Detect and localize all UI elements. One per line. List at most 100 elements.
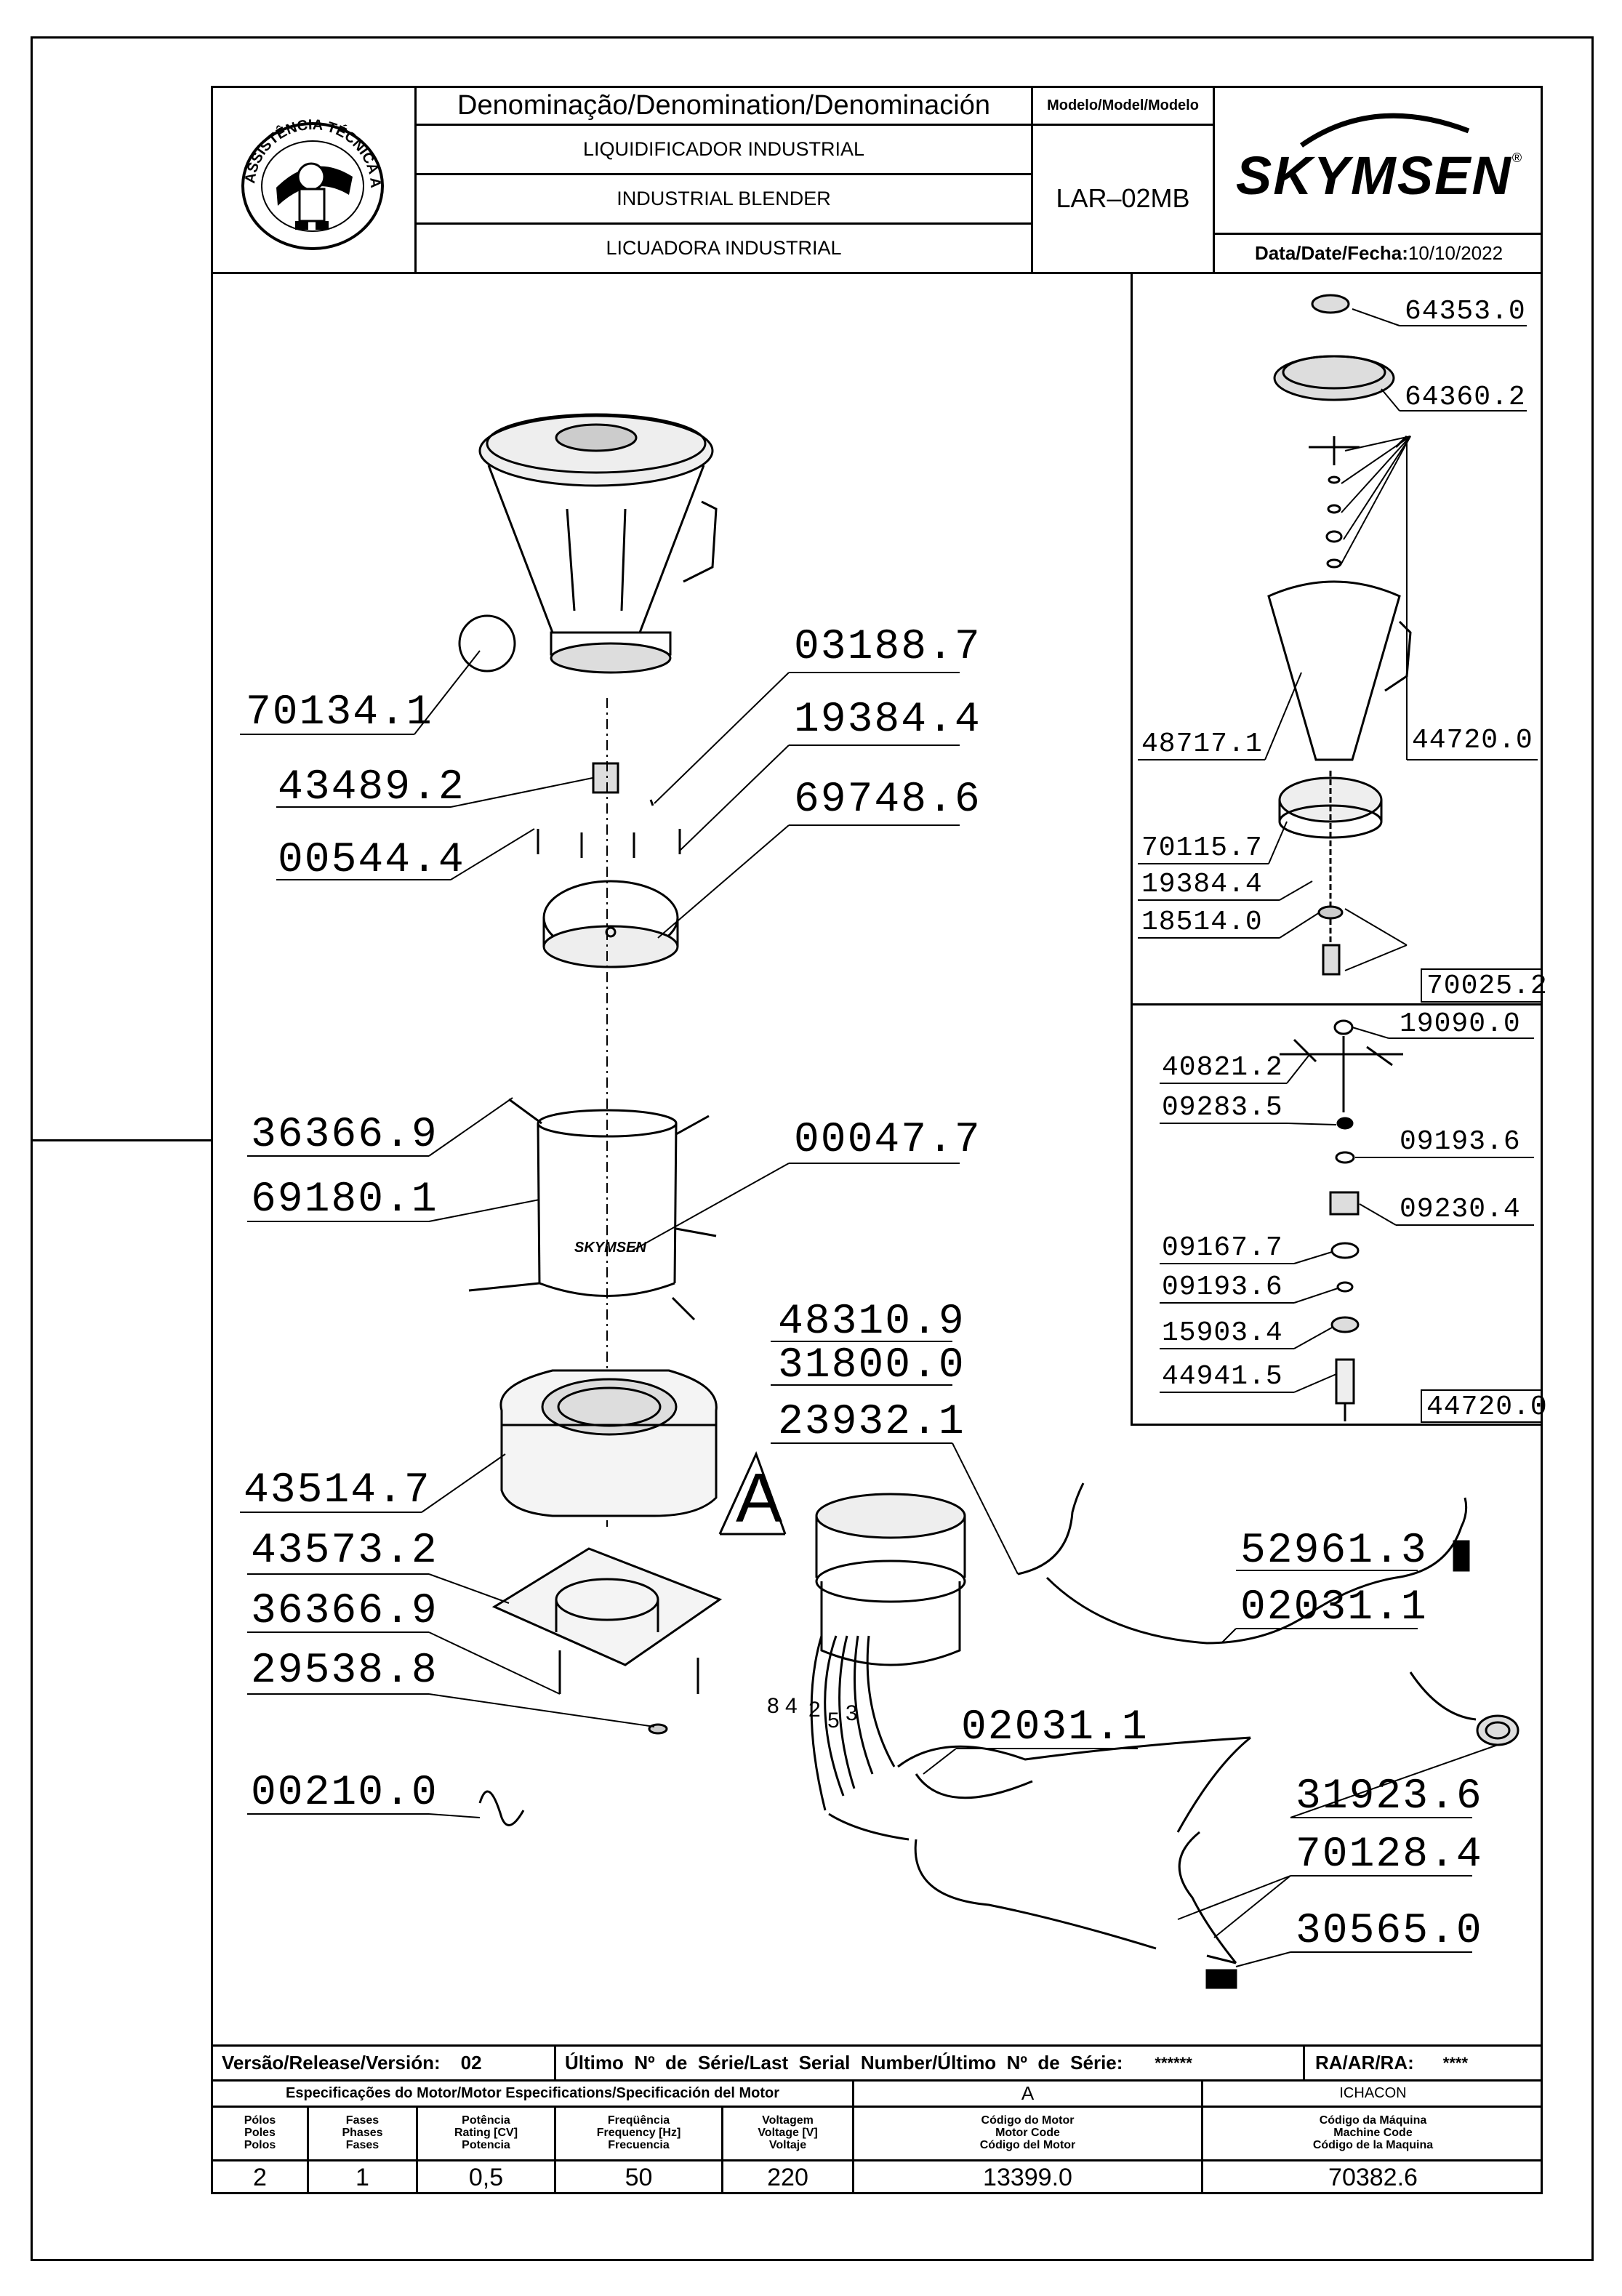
title-row-2 <box>414 173 1032 175</box>
brand-logo: SKYMSEN ® <box>1215 91 1543 230</box>
authorized-service-seal: ASSISTÊNCIA TÉCNICA AUTORIZADA <box>233 100 393 260</box>
spec-header-machine-code: Código da Máquina Machine Code Código de… <box>1312 2114 1434 2151</box>
footer-div <box>416 2106 418 2194</box>
date-field: Data/Date/Fecha:10/10/2022 <box>1215 235 1543 272</box>
spec-value-motor-code: 13399.0 <box>983 2164 1072 2191</box>
part-label-00047: 00047.7 <box>794 1117 981 1164</box>
jar-drawing <box>478 413 718 674</box>
part-label-64353: 64353.0 <box>1405 296 1526 327</box>
part-label-02031-bottom: 02031.1 <box>961 1704 1149 1751</box>
part-label-00210: 00210.0 <box>251 1770 438 1817</box>
part-label-29538: 29538.8 <box>251 1647 438 1695</box>
binding-margin-line <box>31 1139 212 1141</box>
brand-swoosh-icon <box>1294 102 1476 153</box>
part-label-44941: 44941.5 <box>1162 1361 1283 1392</box>
part-label-09283: 09283.5 <box>1162 1092 1283 1123</box>
footer-row-4 <box>211 2159 1543 2161</box>
title-row-3 <box>414 222 1032 225</box>
footer-top <box>211 2044 1543 2047</box>
part-label-19090: 19090.0 <box>1400 1008 1521 1040</box>
part-label-09193-bottom: 09193.6 <box>1162 1272 1283 1303</box>
version-label: Versão/Release/Versión: <box>222 2052 441 2074</box>
spec-value-machine-code: 70382.6 <box>1328 2164 1418 2191</box>
product-name-es: LICUADORA INDUSTRIAL <box>606 237 842 259</box>
clip-drawing <box>478 1790 525 1826</box>
wire-number: 8 <box>767 1694 779 1718</box>
title-block-divider-3 <box>1213 86 1215 273</box>
product-name-en: INDUSTRIAL BLENDER <box>617 188 831 209</box>
part-label-03188: 03188.7 <box>794 624 981 671</box>
ra-value: **** <box>1442 2053 1469 2072</box>
cable-gland-drawing <box>1476 1714 1519 1746</box>
part-label-31923: 31923.6 <box>1296 1773 1483 1821</box>
bottom-plate-drawing <box>491 1547 723 1735</box>
view-a-label: A <box>736 1459 783 1537</box>
version-value: 02 <box>460 2052 482 2074</box>
wire-number: 4 <box>785 1694 798 1718</box>
serial-value: ****** <box>1155 2053 1192 2072</box>
part-label-70115: 70115.7 <box>1141 832 1263 864</box>
blade-panel-drawing <box>1280 1019 1403 1421</box>
motor-letter: A <box>1021 2082 1035 2104</box>
wire-number: 2 <box>808 1698 821 1722</box>
part-label-02031-top: 02031.1 <box>1240 1584 1428 1631</box>
drawing-frame <box>211 86 1543 2194</box>
spec-header-frequency: Freqüência Frequency [Hz] Frecuencia <box>596 2114 681 2151</box>
jar-panel-leaders <box>1138 308 1538 971</box>
model-value: LAR–02MB <box>1056 183 1190 213</box>
part-label-09230: 09230.4 <box>1400 1194 1521 1225</box>
part-label-36366-top: 36366.9 <box>251 1112 438 1159</box>
footer-div <box>554 2106 556 2194</box>
flange-drawing <box>542 880 679 968</box>
serial-label: Último Nº de Série/Last Serial Number/Úl… <box>565 2052 1123 2074</box>
footer-div <box>852 2079 854 2194</box>
part-label-70128: 70128.4 <box>1296 1831 1483 1879</box>
registered-icon: ® <box>1511 150 1522 165</box>
part-label-18514: 18514.0 <box>1141 907 1263 938</box>
part-label-19384: 19384.4 <box>794 697 981 744</box>
base-housing-drawing <box>499 1369 718 1517</box>
blade-panel-leaders <box>1160 1027 1534 1393</box>
serial-field: Último Nº de Série/Last Serial Number/Úl… <box>556 2047 1303 2079</box>
part-label-40821: 40821.2 <box>1162 1052 1283 1083</box>
ra-label: RA/AR/RA: <box>1315 2052 1414 2074</box>
wiring-drawing <box>828 1482 1477 1964</box>
jar-assembly-box <box>1421 968 1542 1003</box>
jar-assembly-number: 70025.2 <box>1426 971 1548 1002</box>
body-tube-drawing <box>468 1098 717 1321</box>
part-label-69180: 69180.1 <box>251 1176 438 1224</box>
model-title: Modelo/Model/Modelo <box>1047 97 1199 113</box>
wire-number: 3 <box>846 1701 858 1725</box>
part-label-36366-bottom: 36366.9 <box>251 1588 438 1635</box>
part-label-23932: 23932.1 <box>778 1399 965 1446</box>
date-value: 10/10/2022 <box>1408 242 1503 264</box>
part-label-43514: 43514.7 <box>244 1467 431 1514</box>
part-label-48717: 48717.1 <box>1141 728 1263 760</box>
leader-lines <box>240 650 1498 1967</box>
part-label-43489: 43489.2 <box>278 764 465 811</box>
spec-header-voltage: Voltagem Voltage [V] Voltaje <box>758 2114 818 2151</box>
part-label-19384-jar: 19384.4 <box>1141 869 1263 900</box>
spec-value-rating: 0,5 <box>468 2164 504 2191</box>
spec-value-frequency: 50 <box>625 2164 653 2191</box>
spec-header-motor-code: Código do Motor Motor Code Código del Mo… <box>979 2114 1076 2151</box>
coupling-drawing <box>537 762 681 858</box>
ra-field: RA/AR/RA: **** <box>1305 2047 1543 2079</box>
model-row <box>1031 124 1214 126</box>
wire-number: 5 <box>827 1709 840 1733</box>
footer-div <box>307 2106 309 2194</box>
spec-value-poles: 2 <box>253 2164 267 2191</box>
brand-wordmark: SKYMSEN <box>1235 145 1512 206</box>
reference-balloon <box>458 614 516 673</box>
part-label-70134: 70134.1 <box>246 689 433 736</box>
part-label-09193-top: 09193.6 <box>1400 1126 1521 1157</box>
footer-row-3 <box>211 2106 1543 2108</box>
spec-value-phases: 1 <box>356 2164 369 2191</box>
plug-drawing <box>1453 1540 1470 1572</box>
jar-panel-drawing <box>1267 294 1412 976</box>
jar-panel-bottom-border <box>1131 1003 1543 1005</box>
part-label-09167: 09167.7 <box>1162 1232 1283 1264</box>
motor-spec-label: Especificações do Motor/Motor Especifica… <box>285 2085 780 2101</box>
spec-value-voltage: 220 <box>767 2164 808 2191</box>
